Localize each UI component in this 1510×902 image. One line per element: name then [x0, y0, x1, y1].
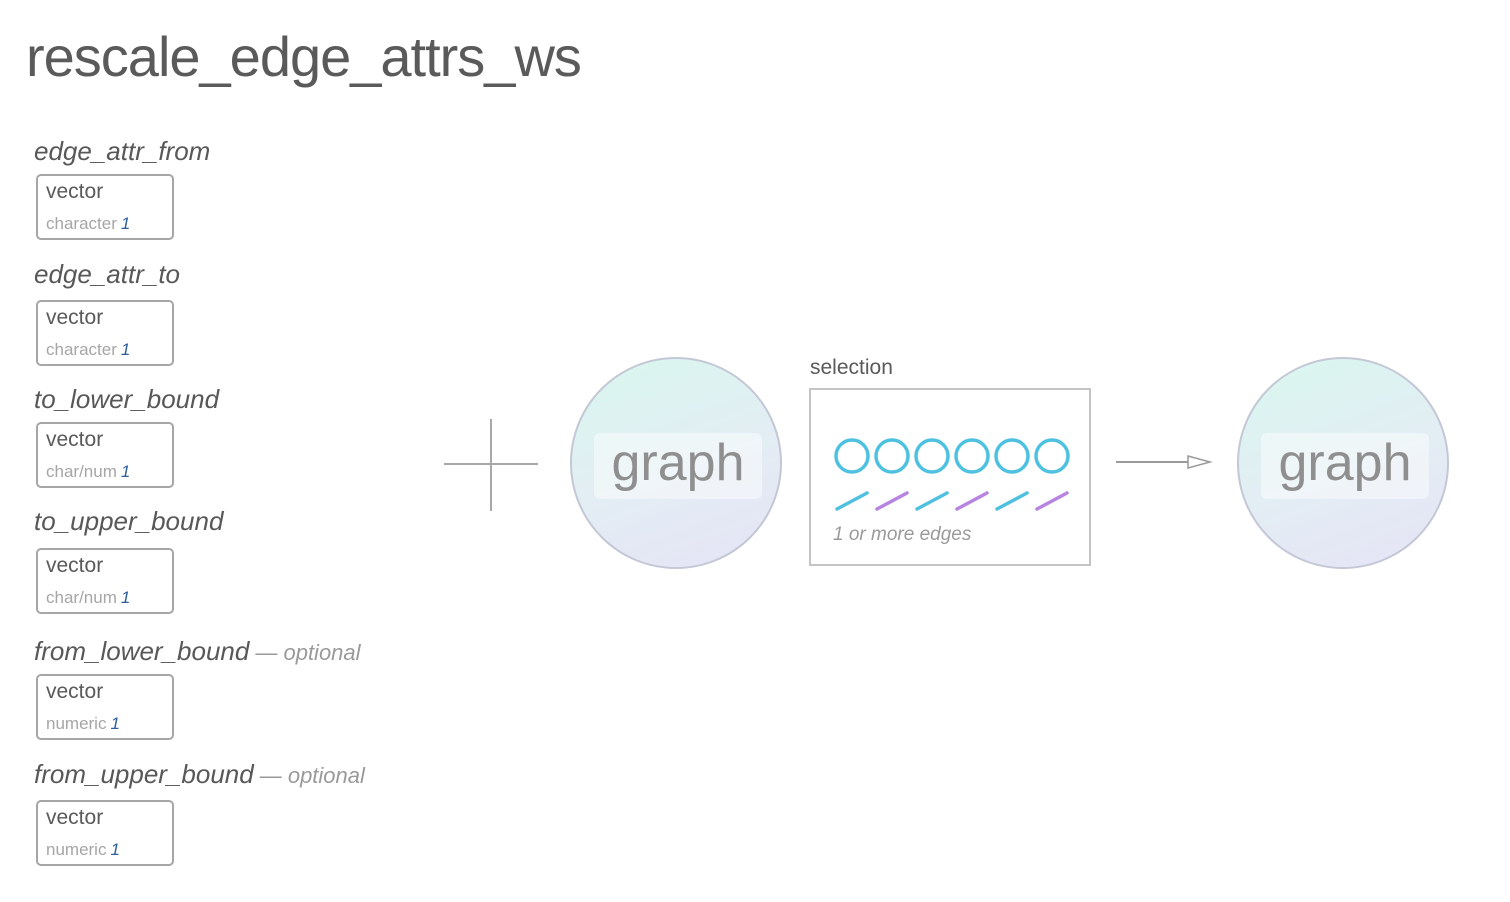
type-label: vector [46, 180, 104, 203]
type-label: vector [46, 680, 104, 703]
type-label: vector [46, 554, 104, 577]
selection-node-circle [834, 438, 870, 474]
type-subtype: character [46, 340, 117, 359]
output-graph-node: graph [1237, 357, 1449, 569]
type-count: 1 [110, 840, 120, 859]
output-graph-label: graph [1261, 433, 1429, 499]
selection-box: 1 or more edges [809, 388, 1091, 566]
param-name: edge_attr_from [34, 136, 211, 166]
param-from-upper-bound: from_upper_bound— optional vector numeri… [34, 759, 365, 866]
selection-edge-stroke [875, 491, 909, 511]
param-name: edge_attr_to [34, 259, 181, 289]
param-from-lower-bound: from_lower_bound— optional vector numeri… [34, 636, 361, 740]
type-subtype: char/num [46, 588, 117, 607]
selection-node-circle [914, 438, 950, 474]
type-label: vector [46, 806, 104, 829]
arrow-right-icon [1116, 455, 1213, 469]
type-count: 1 [120, 340, 131, 359]
type-label: vector [46, 306, 104, 329]
selection-node-circle [874, 438, 910, 474]
selection-edge-stroke [1035, 491, 1069, 511]
input-graph-node: graph [570, 357, 782, 569]
selection-nodes [834, 438, 1070, 474]
param-name: from_upper_bound [34, 759, 254, 789]
param-optional-tag: — optional [259, 763, 365, 788]
selection-node-circle [1034, 438, 1070, 474]
type-count: 1 [120, 214, 131, 233]
type-count: 1 [110, 714, 120, 733]
selection-edge-stroke [995, 491, 1029, 511]
type-subtype: char/num [46, 462, 117, 481]
type-subtype: numeric [46, 840, 107, 859]
param-name: to_lower_bound [34, 384, 220, 414]
type-label: vector [46, 428, 104, 451]
param-name: to_upper_bound [34, 506, 224, 536]
selection-glyphs [834, 438, 1070, 511]
selection-edge-stroke [915, 491, 949, 511]
type-count: 1 [120, 588, 131, 607]
selection-label: selection [810, 356, 893, 379]
selection-edge-stroke [955, 491, 989, 511]
selection-node-circle [994, 438, 1030, 474]
param-optional-tag: — optional [255, 640, 361, 665]
param-name: from_lower_bound [34, 636, 250, 666]
selection-edges [835, 491, 1069, 511]
selection-edge-stroke [835, 491, 869, 511]
type-count: 1 [120, 462, 131, 481]
type-subtype: character [46, 214, 117, 233]
input-graph-label: graph [594, 433, 762, 499]
type-subtype: numeric [46, 714, 107, 733]
selection-node-circle [954, 438, 990, 474]
page-title: rescale_edge_attrs_ws [26, 25, 582, 88]
selection-caption: 1 or more edges [833, 524, 972, 545]
plus-vertical-stroke [490, 419, 492, 511]
